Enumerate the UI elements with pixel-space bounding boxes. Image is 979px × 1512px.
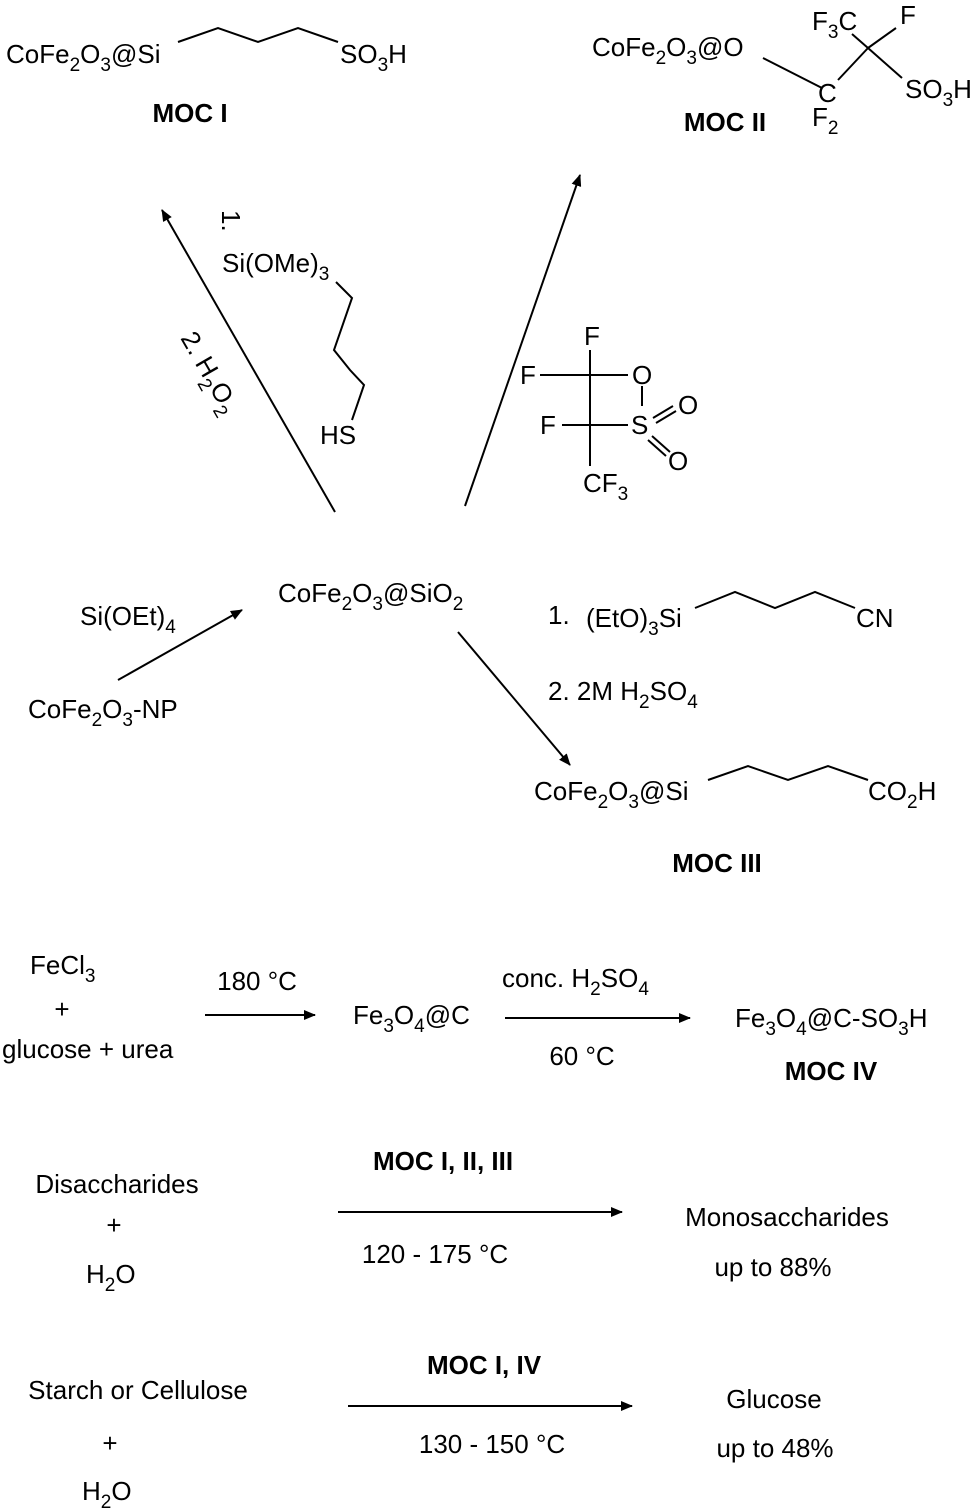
- moc-2-f2: F2: [812, 102, 838, 139]
- silica-coating-step: Si(OEt)4 CoFe2O3-NP: [28, 601, 243, 731]
- trimethoxysilane-reagent: Si(OMe)3: [222, 248, 329, 285]
- monosaccharides-product: Monosaccharides: [685, 1202, 889, 1232]
- moc-1-formula: CoFe2O3@Si: [6, 39, 160, 76]
- moc-4-formula: Fe3O4@C-SO3H: [735, 1003, 928, 1040]
- moc-1-sulfonic-acid: SO3H: [340, 39, 407, 76]
- route-3-step-1-number: 1.: [548, 600, 570, 630]
- moc-2-bond-c-so3h: [867, 47, 903, 79]
- moc-1-label: MOC I: [152, 98, 227, 128]
- moc-3-carboxylic-acid: CO2H: [868, 776, 936, 813]
- cofe2o3-sio2-core: CoFe2O3@SiO2: [278, 578, 463, 615]
- route-1-step-2-oxidation: 2. H2O2: [169, 326, 246, 422]
- moc-2-carbon: C: [818, 78, 837, 108]
- disaccharides-substrate: Disaccharides: [35, 1169, 198, 1199]
- polysaccharide-hydrolysis: Starch or Cellulose + H2O MOC I, IV 130 …: [28, 1350, 833, 1512]
- moc-4-synthesis: FeCl3 + glucose + urea 180 °C Fe3O4@C co…: [2, 950, 928, 1086]
- thiol-hs: HS: [320, 420, 356, 450]
- moc-2-bond-c-f: [867, 27, 897, 49]
- route-1-step-1-number: 1.: [216, 210, 246, 232]
- glucose-urea: glucose + urea: [2, 1034, 174, 1064]
- disaccharide-hydrolysis: Disaccharides + H2O MOC I, II, III 120 -…: [35, 1146, 889, 1296]
- carbonization-temperature: 180 °C: [217, 966, 297, 996]
- cofe2o3-nanoparticle: CoFe2O3-NP: [28, 694, 178, 731]
- iron-chloride: FeCl3: [30, 950, 95, 987]
- moc-3-structure: CoFe2O3@Si CO2H MOC III: [534, 764, 936, 878]
- polysaccharide-temperature: 130 - 150 °C: [419, 1429, 565, 1459]
- moc-3-propyl-chain: [707, 764, 869, 782]
- glucose-product: Glucose: [726, 1384, 821, 1414]
- moc-2-bond-o-c: [762, 57, 823, 89]
- sulfonation-reagent: conc. H2SO4: [502, 963, 649, 1000]
- route-to-moc-1: 1. Si(OMe)3 HS 2. H2O2: [161, 209, 366, 513]
- sultone-cf3: CF3: [583, 468, 628, 505]
- disaccharides-temperature: 120 - 175 °C: [362, 1239, 508, 1269]
- moc-2-sulfonic-acid: SO3H: [905, 74, 972, 111]
- sulfonation-temperature: 60 °C: [549, 1041, 614, 1071]
- moc-2-cf3: F3C: [812, 6, 857, 43]
- arrow-silica-coating: [117, 609, 243, 681]
- moc-2-label: MOC II: [684, 107, 766, 137]
- polysaccharide-plus-sign: +: [102, 1428, 117, 1458]
- moc-4-label: MOC IV: [785, 1056, 878, 1086]
- glucose-yield: up to 48%: [716, 1433, 833, 1463]
- sultone-sulfur: S: [631, 410, 648, 440]
- moc-2-formula: CoFe2O3@O: [592, 32, 744, 69]
- nitrile-cn: CN: [856, 603, 894, 633]
- moc-1-structure: CoFe2O3@Si SO3H MOC I: [6, 26, 407, 128]
- fe3o4-carbon: Fe3O4@C: [353, 1000, 470, 1037]
- arrow-to-moc-2: [464, 174, 582, 507]
- moc-3-label: MOC III: [672, 848, 762, 878]
- sultone-ring-oxygen: O: [632, 360, 652, 390]
- polysaccharide-catalyst: MOC I, IV: [427, 1350, 542, 1380]
- cyanopropyl-chain: [694, 590, 856, 610]
- moc-3-formula: CoFe2O3@Si: [534, 776, 688, 813]
- arrow-to-moc-1: [161, 209, 336, 513]
- polysaccharide-substrate: Starch or Cellulose: [28, 1375, 248, 1405]
- disaccharides-water: H2O: [86, 1259, 136, 1296]
- moc-2-fluorine: F: [900, 0, 916, 30]
- cyanoethyltriethoxysilane: (EtO)3Si: [586, 603, 682, 640]
- disaccharides-catalyst: MOC I, II, III: [373, 1146, 513, 1176]
- polysaccharide-water: H2O: [82, 1476, 132, 1512]
- teos-reagent: Si(OEt)4: [80, 601, 176, 638]
- sultone-ring-bonds: [540, 350, 677, 466]
- sultone-oxygen-right: O: [678, 390, 698, 420]
- sultone-f-left: F: [520, 360, 536, 390]
- disaccharides-plus-sign: +: [106, 1210, 121, 1240]
- route-to-moc-3: 1. (EtO)3Si CN 2. 2M H2SO4: [457, 590, 894, 766]
- moc-2-bond-c-c: [837, 47, 869, 81]
- sultone-oxygen-bottom: O: [668, 446, 688, 476]
- sultone-f-middle: F: [540, 410, 556, 440]
- moc-1-propyl-chain: [177, 26, 339, 44]
- route-to-moc-2: F F O F S O O CF3: [464, 174, 698, 507]
- moc-4-plus-sign: +: [54, 994, 69, 1024]
- monosaccharides-yield: up to 88%: [714, 1252, 831, 1282]
- mercaptopropyl-chain: [332, 281, 366, 421]
- sultone-f-top: F: [584, 321, 600, 351]
- arrow-to-moc-3: [457, 631, 571, 766]
- route-3-step-2-hydrolysis: 2. 2M H2SO4: [548, 676, 698, 713]
- moc-2-bond-c-cf3: [851, 33, 869, 49]
- moc-2-structure: CoFe2O3@O F3C F C F2 SO3H MOC II: [592, 0, 972, 139]
